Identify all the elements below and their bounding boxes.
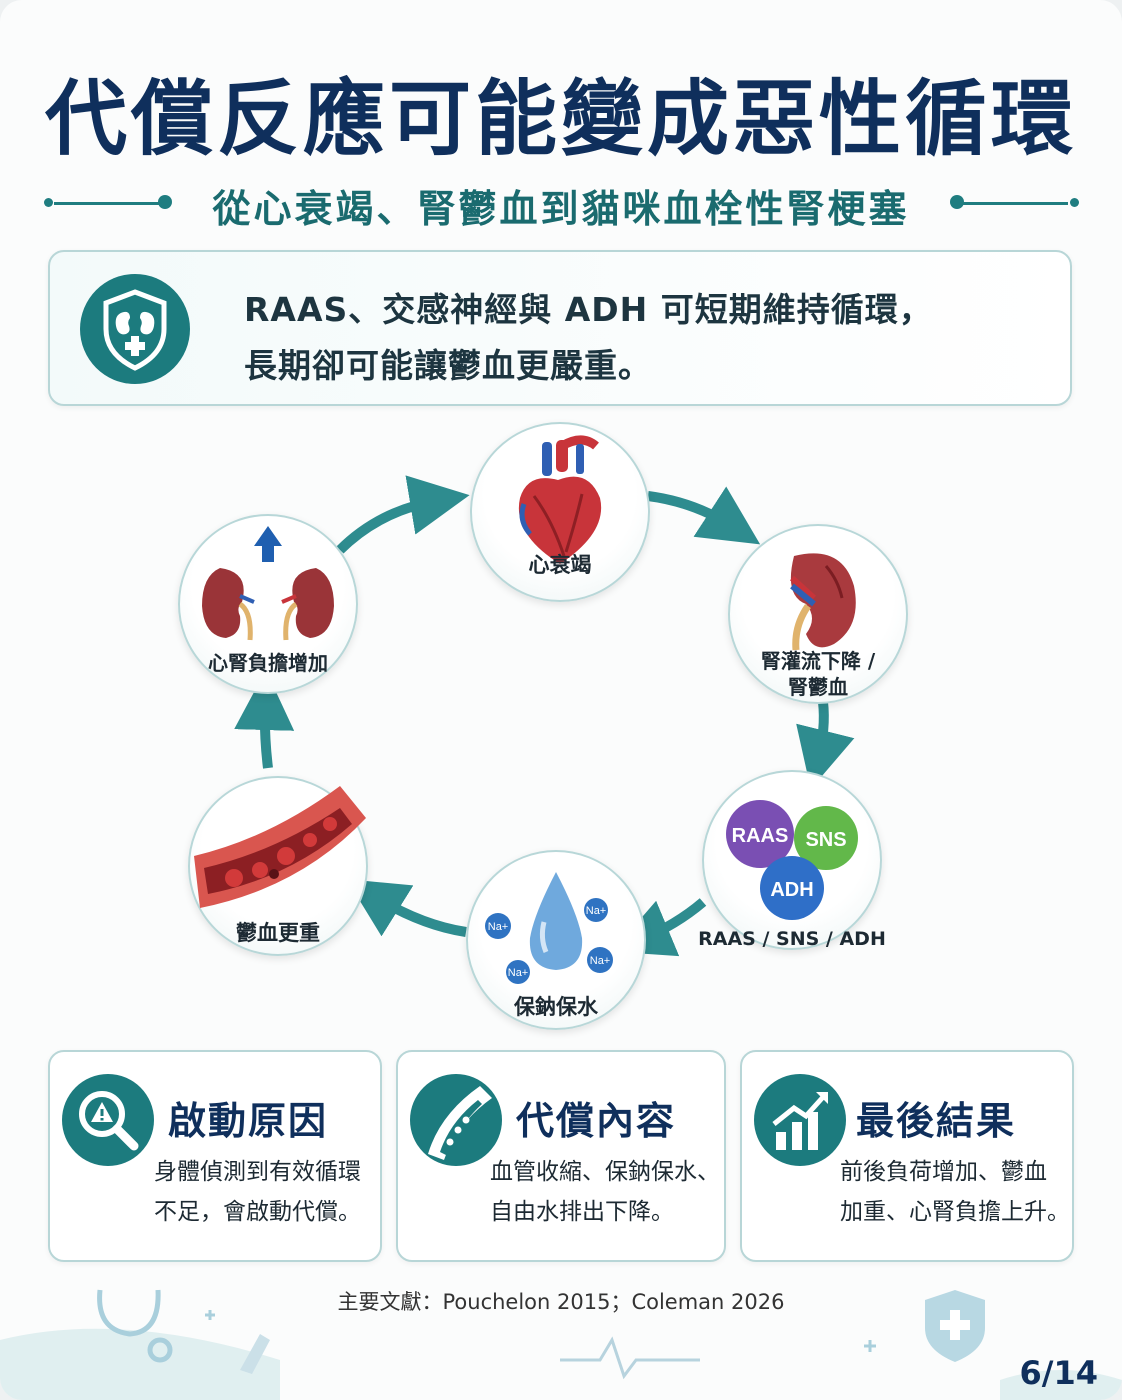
card-body-line: 身體偵測到有效循環 bbox=[154, 1159, 361, 1185]
blood-vessel-icon bbox=[194, 786, 366, 908]
subtitle-dot bbox=[44, 198, 53, 207]
hormone-bubbles-icon: RAAS SNS ADH bbox=[726, 800, 858, 920]
bubble-raas: RAAS bbox=[732, 825, 789, 847]
card-title-final-outcome: 最後結果 bbox=[856, 1099, 1017, 1143]
arrow-congestion-to-burden bbox=[234, 670, 295, 769]
card-body-line: 不足，會啟動代償。 bbox=[154, 1199, 361, 1225]
cycle-arrows bbox=[234, 475, 855, 957]
subtitle-line-left bbox=[54, 202, 164, 205]
sodium-ion: Na+ bbox=[508, 967, 529, 979]
sodium-ion: Na+ bbox=[590, 955, 611, 967]
node-label-congestion: 鬱血更重 bbox=[236, 921, 320, 945]
stethoscope-icon bbox=[97, 1289, 161, 1337]
cycle-node-congestion: 鬱血更重 bbox=[188, 776, 368, 956]
banner-line-2: 長期卻可能讓鬱血更嚴重。 bbox=[244, 346, 652, 385]
node-label-hormones: RAAS / SNS / ADH bbox=[698, 928, 886, 950]
card-body-line: 自由水排出下降。 bbox=[490, 1199, 674, 1225]
banner-line-1: RAAS、交感神經與 ADH 可短期維持循環， bbox=[244, 290, 933, 329]
footer-decoration bbox=[0, 1289, 1122, 1400]
microscope-icon bbox=[240, 1334, 270, 1374]
subtitle-dot bbox=[158, 195, 172, 209]
card-trigger-cause: 啟動原因 身體偵測到有效循環 不足，會啟動代償。 bbox=[48, 1050, 382, 1262]
summary-banner: RAAS、交感神經與 ADH 可短期維持循環， 長期卻可能讓鬱血更嚴重。 bbox=[48, 250, 1072, 406]
page-number: 6/14 bbox=[1019, 1354, 1098, 1392]
rising-chart-icon bbox=[754, 1074, 846, 1166]
sodium-ion: Na+ bbox=[586, 905, 607, 917]
node-label-kidney-line-1: 腎灌流下降 / bbox=[760, 649, 876, 673]
card-title-compensation-content: 代償內容 bbox=[516, 1099, 677, 1143]
bubble-sns: SNS bbox=[805, 829, 846, 851]
info-cards: 啟動原因 身體偵測到有效循環 不足，會啟動代償。 代償內容 血管收縮、保鈉保水、… bbox=[48, 1050, 1074, 1264]
subtitle-line-right bbox=[958, 202, 1068, 205]
sodium-ion: Na+ bbox=[488, 921, 509, 933]
magnifier-warning-icon bbox=[62, 1074, 154, 1166]
arrow-burden-to-heart bbox=[336, 475, 470, 554]
arrow-retention-to-congestion bbox=[346, 879, 467, 937]
node-label-sodium-water-retention: 保鈉保水 bbox=[514, 995, 598, 1019]
page-subtitle: 從心衰竭、腎鬱血到貓咪血栓性腎梗塞 bbox=[212, 187, 910, 231]
heart-icon bbox=[518, 435, 602, 564]
cycle-node-kidney-perfusion: 腎灌流下降 / 腎鬱血 bbox=[728, 524, 908, 704]
cycle-node-sodium-water-retention: Na+ Na+ Na+ Na+ 保鈉保水 bbox=[466, 850, 646, 1030]
heartbeat-line-icon bbox=[560, 1336, 700, 1380]
subtitle-dot bbox=[1070, 198, 1079, 207]
card-body-line: 前後負荷增加、鬱血 bbox=[840, 1159, 1047, 1185]
card-body-trigger-cause: 身體偵測到有效循環 不足，會啟動代償。 bbox=[154, 1152, 361, 1232]
cycle-node-hormones: RAAS SNS ADH RAAS / SNS / ADH bbox=[698, 770, 886, 950]
kidney-icon bbox=[789, 553, 856, 651]
node-label-heart-failure: 心衰竭 bbox=[528, 553, 592, 577]
arrow-heart-to-kidney bbox=[647, 486, 761, 545]
subtitle-row: 從心衰竭、腎鬱血到貓咪血栓性腎梗塞 bbox=[40, 178, 1082, 231]
water-drop-icon: Na+ Na+ Na+ Na+ bbox=[485, 872, 613, 984]
arrow-hormones-to-retention bbox=[612, 898, 707, 957]
bubble-adh: ADH bbox=[770, 879, 813, 901]
arrow-kidney-to-hormones bbox=[796, 701, 855, 790]
card-body-final-outcome: 前後負荷增加、鬱血 加重、心腎負擔上升。 bbox=[840, 1152, 1070, 1232]
page-title: 代償反應可能變成惡性循環 bbox=[44, 72, 1077, 167]
node-label-kidney-line-2: 腎鬱血 bbox=[788, 675, 848, 699]
kidneys-arrow-up-icon bbox=[202, 526, 334, 641]
card-body-compensation-content: 血管收縮、保鈉保水、 自由水排出下降。 bbox=[490, 1152, 720, 1232]
reference-citation: 主要文獻：Pouchelon 2015；Coleman 2026 bbox=[337, 1290, 785, 1314]
card-body-line: 加重、心腎負擔上升。 bbox=[840, 1199, 1070, 1225]
subtitle-dot bbox=[950, 195, 964, 209]
node-label-kidney-perfusion: 腎灌流下降 / 腎鬱血 bbox=[730, 648, 906, 700]
shield-kidney-icon bbox=[80, 274, 190, 384]
card-body-line: 血管收縮、保鈉保水、 bbox=[490, 1159, 720, 1185]
card-compensation-content: 代償內容 血管收縮、保鈉保水、 自由水排出下降。 bbox=[396, 1050, 726, 1262]
cycle-node-cardiorenal-burden: 心腎負擔增加 bbox=[178, 514, 358, 694]
vessel-constriction-icon bbox=[410, 1074, 502, 1166]
banner-text: RAAS、交感神經與 ADH 可短期維持循環， 長期卻可能讓鬱血更嚴重。 bbox=[244, 282, 933, 394]
cycle-node-heart-failure: 心衰竭 bbox=[470, 422, 650, 602]
card-title-trigger-cause: 啟動原因 bbox=[168, 1099, 329, 1143]
card-final-outcome: 最後結果 前後負荷增加、鬱血 加重、心腎負擔上升。 bbox=[740, 1050, 1074, 1262]
node-label-cardiorenal-burden: 心腎負擔增加 bbox=[208, 651, 328, 675]
vicious-cycle-diagram: 心衰竭 腎灌流下降 / 腎鬱血 RAAS SNS bbox=[0, 410, 1122, 1040]
